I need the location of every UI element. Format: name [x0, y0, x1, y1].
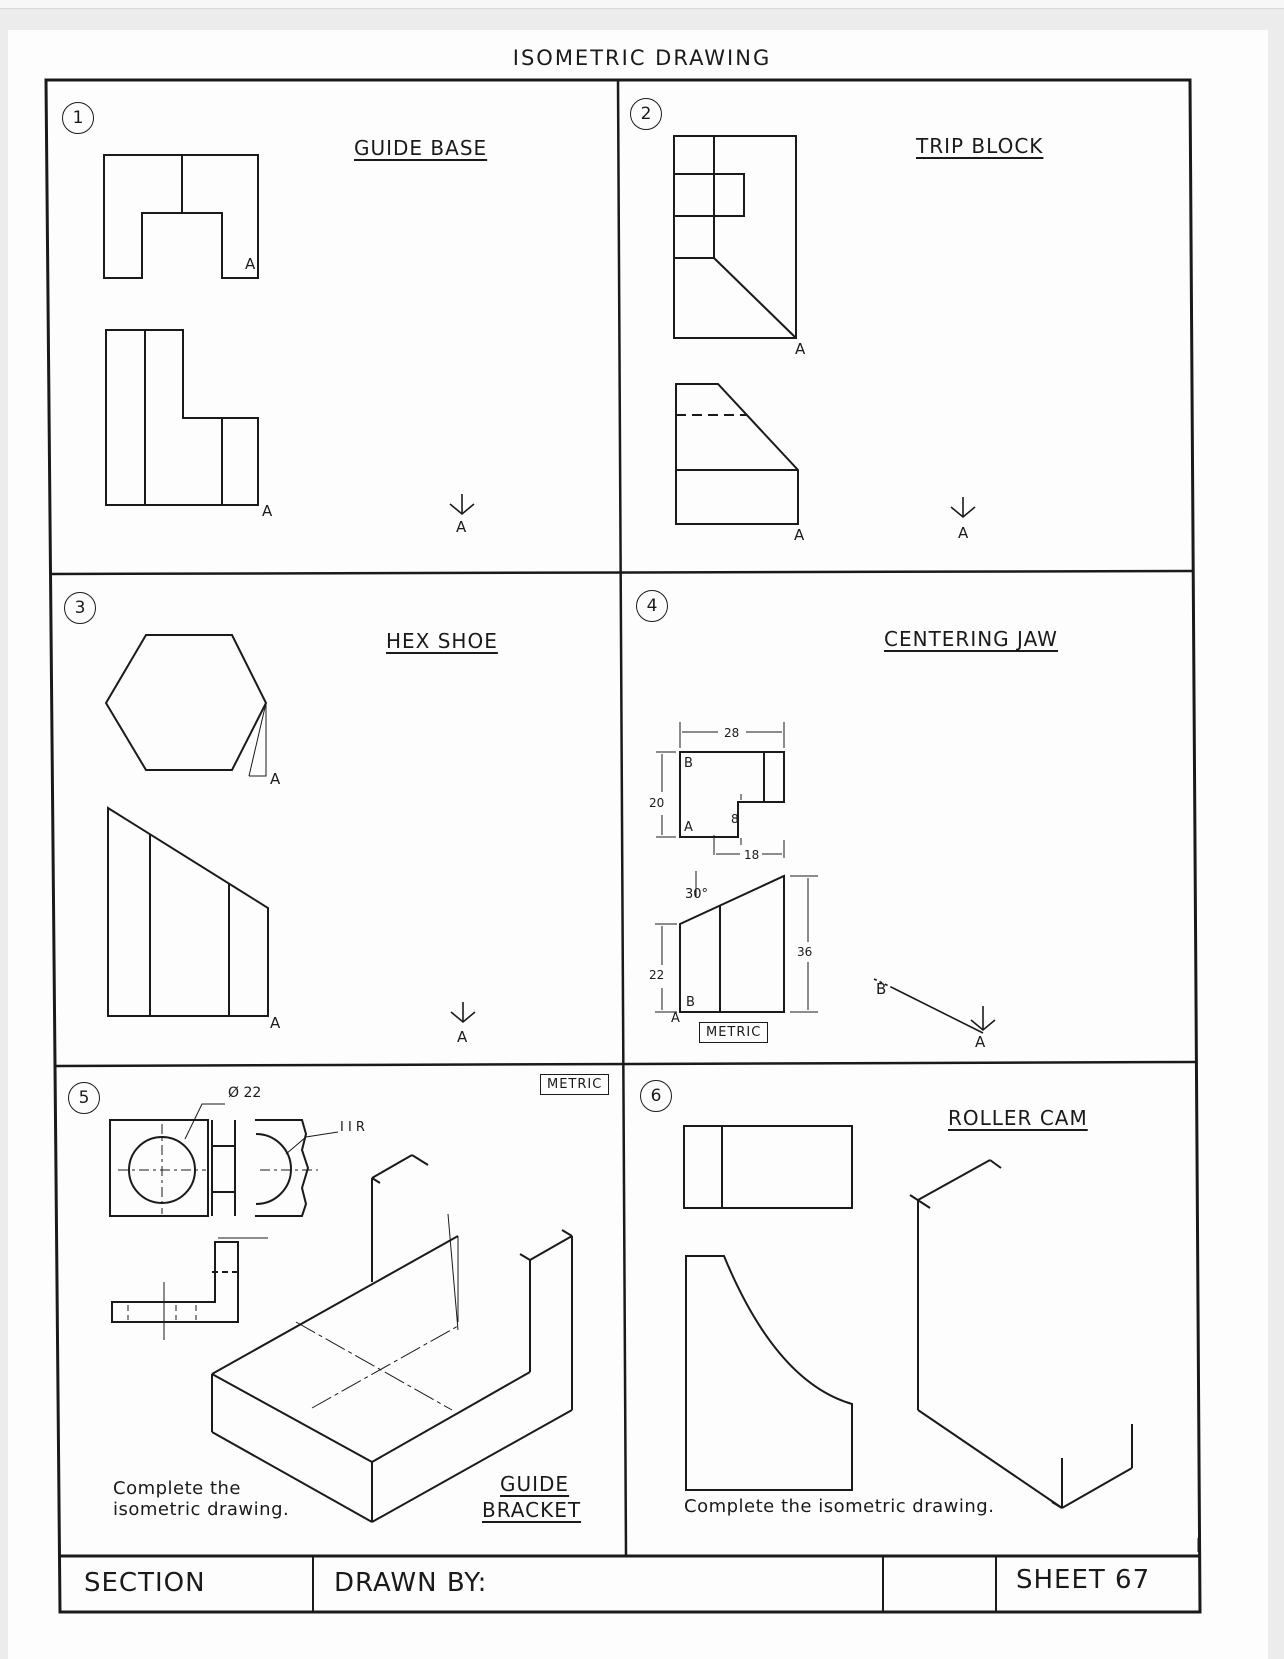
- guide-bracket-isometric-start: [211, 1154, 573, 1523]
- view-letter-a: A: [671, 1011, 680, 1026]
- view-letter-a: A: [270, 1014, 281, 1032]
- panel-number-2: 2: [630, 98, 662, 130]
- view-letter-b: B: [684, 756, 693, 771]
- view-letter-a: A: [270, 770, 281, 788]
- instruction-panel-5-line-1: Complete the: [113, 1478, 242, 1499]
- panel-number-3: 3: [64, 592, 96, 624]
- view-letter-a: A: [794, 526, 805, 544]
- top-strip: [0, 0, 1284, 9]
- roller-cam-front-view: [685, 1255, 853, 1491]
- instruction-panel-6: Complete the isometric drawing.: [684, 1496, 995, 1517]
- dim-width-top: 28: [724, 726, 740, 740]
- view-letter-a: A: [245, 255, 256, 273]
- metric-badge-panel-5: METRIC: [540, 1074, 610, 1095]
- hex-shoe-front-view: [107, 806, 269, 1017]
- dim-diameter: Ø 22: [228, 1085, 262, 1101]
- centering-jaw-dimensions: [655, 722, 818, 1013]
- guide-bracket-top-view: [109, 1103, 339, 1217]
- guide-base-top-view: [103, 154, 259, 279]
- view-letter-b: B: [686, 995, 695, 1010]
- trip-block-front-view: [675, 383, 799, 525]
- panel-title-centering-jaw: CENTERING JAW: [884, 627, 1058, 651]
- view-letter-a: A: [795, 340, 806, 358]
- dim-height-front: 22: [649, 968, 665, 982]
- page-title: ISOMETRIC DRAWING: [512, 46, 772, 70]
- sheet-frame: [44, 78, 1202, 1614]
- panel-title-roller-cam: ROLLER CAM: [948, 1106, 1088, 1130]
- centering-jaw-front-view: [679, 874, 785, 1013]
- title-block-sheet: SHEET 67: [1016, 1565, 1151, 1595]
- dim-step: 8: [731, 812, 739, 826]
- panel-title-trip-block: TRIP BLOCK: [916, 134, 1044, 158]
- panel-title-hex-shoe: HEX SHOE: [386, 629, 498, 653]
- view-arrow-2: [950, 497, 976, 519]
- roller-cam-top-view: [683, 1125, 853, 1209]
- sheet-paper: [8, 30, 1268, 1659]
- view-arrow-1: [449, 494, 475, 516]
- panel-number-5: 5: [68, 1082, 100, 1114]
- view-letter-a: A: [958, 524, 969, 542]
- instruction-panel-5-line-2: isometric drawing.: [113, 1499, 290, 1520]
- view-arrow-3: [450, 1002, 476, 1024]
- view-letter-a: A: [262, 502, 273, 520]
- margin-mark: I: [1196, 1537, 1199, 1550]
- dim-radius: I I R: [340, 1120, 365, 1135]
- panel-title-guide-bracket-2: BRACKET: [482, 1498, 582, 1522]
- view-letter-a: A: [684, 820, 693, 835]
- view-arrow-4: [871, 977, 996, 1034]
- roller-cam-isometric-start: [909, 1159, 1133, 1509]
- trip-block-top-view: [673, 135, 797, 339]
- panel-number-4: 4: [636, 590, 668, 622]
- guide-bracket-front-view: [111, 1237, 268, 1340]
- hex-shoe-top-view: [104, 634, 268, 777]
- panel-title-guide-base: GUIDE BASE: [354, 136, 488, 160]
- dim-height-top: 20: [649, 796, 665, 810]
- guide-base-front-view: [105, 329, 259, 506]
- dim-height-right: 36: [797, 945, 813, 959]
- dim-width-bottom: 18: [744, 848, 760, 862]
- panel-number-1: 1: [62, 102, 94, 134]
- title-block-section: SECTION: [84, 1568, 206, 1598]
- view-letter-a: A: [975, 1033, 986, 1051]
- centering-jaw-top-view: [679, 751, 785, 838]
- view-letter-b: B: [876, 980, 887, 998]
- title-block-drawn-by: DRAWN BY:: [334, 1568, 488, 1598]
- panel-title-guide-bracket-1: GUIDE: [500, 1472, 570, 1496]
- panel-number-6: 6: [640, 1080, 672, 1112]
- dim-angle: 30°: [685, 887, 709, 902]
- metric-badge-panel-4: METRIC: [699, 1022, 769, 1043]
- view-letter-a: A: [457, 1028, 468, 1046]
- view-letter-a: A: [456, 518, 467, 536]
